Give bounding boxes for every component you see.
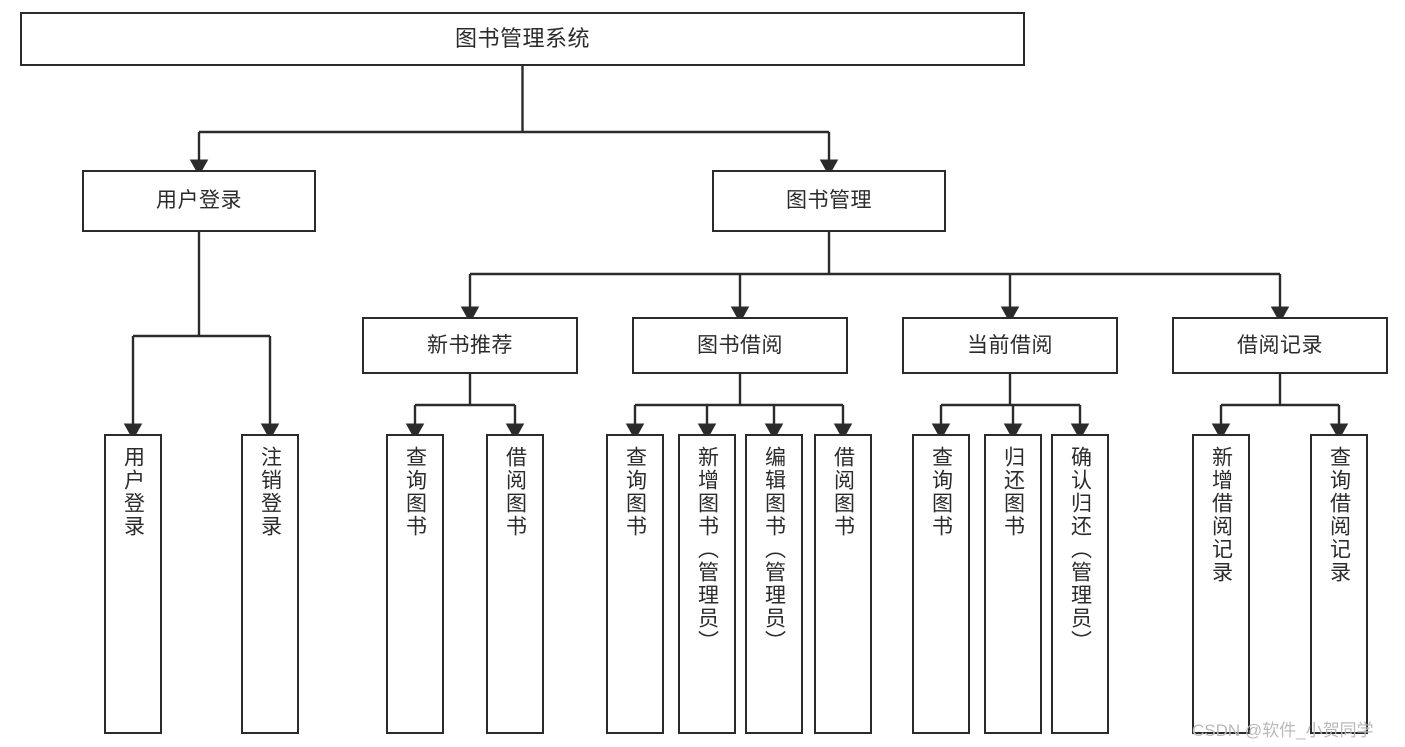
node-r-query[interactable]: 查询借阅记录 xyxy=(1310,434,1368,734)
node-n-query[interactable]: 查询图书 xyxy=(386,434,444,734)
node-current[interactable]: 当前借阅 xyxy=(902,317,1118,374)
watermark-label: CSDN @软件_小贺同学 xyxy=(1192,721,1374,740)
node-r-add[interactable]: 新增借阅记录 xyxy=(1192,434,1250,734)
node-label: 查询借阅记录 xyxy=(1327,446,1351,584)
node-l-logout[interactable]: 注销登录 xyxy=(241,434,299,734)
node-label: 确认归还（管理员） xyxy=(1068,446,1092,653)
node-label: 借阅图书 xyxy=(503,446,527,538)
edge-group xyxy=(123,66,1349,441)
node-records[interactable]: 借阅记录 xyxy=(1172,317,1388,374)
node-borrow[interactable]: 图书借阅 xyxy=(632,317,848,374)
node-label: 新增图书（管理员） xyxy=(695,446,719,653)
node-label: 图书管理系统 xyxy=(454,25,590,51)
node-b-edit[interactable]: 编辑图书（管理员） xyxy=(745,434,803,734)
node-label: 图书管理 xyxy=(786,189,872,213)
node-label: 用户登录 xyxy=(121,446,145,538)
node-label: 当前借阅 xyxy=(967,333,1053,357)
node-c-return[interactable]: 归还图书 xyxy=(984,434,1042,734)
node-label: 查询图书 xyxy=(403,446,427,538)
node-label: 新增借阅记录 xyxy=(1209,446,1233,584)
node-c-query[interactable]: 查询图书 xyxy=(912,434,970,734)
node-label: 查询图书 xyxy=(623,446,647,538)
node-n-borrow[interactable]: 借阅图书 xyxy=(486,434,544,734)
node-label: 编辑图书（管理员） xyxy=(762,446,786,653)
node-b-add[interactable]: 新增图书（管理员） xyxy=(678,434,736,734)
node-b-borrow[interactable]: 借阅图书 xyxy=(814,434,872,734)
node-label: 借阅记录 xyxy=(1237,333,1323,357)
node-label: 查询图书 xyxy=(929,446,953,538)
node-bookmgmt[interactable]: 图书管理 xyxy=(712,170,946,232)
node-label: 图书借阅 xyxy=(697,333,783,357)
node-login[interactable]: 用户登录 xyxy=(82,170,316,232)
node-label: 借阅图书 xyxy=(831,446,855,538)
node-root[interactable]: 图书管理系统 xyxy=(20,12,1025,66)
node-l-login[interactable]: 用户登录 xyxy=(104,434,162,734)
node-c-confirm[interactable]: 确认归还（管理员） xyxy=(1051,434,1109,734)
node-label: 新书推荐 xyxy=(427,333,513,357)
node-b-query[interactable]: 查询图书 xyxy=(606,434,664,734)
node-newbook[interactable]: 新书推荐 xyxy=(362,317,578,374)
node-label: 归还图书 xyxy=(1001,446,1025,538)
node-label: 用户登录 xyxy=(156,189,242,213)
node-label: 注销登录 xyxy=(258,446,282,538)
